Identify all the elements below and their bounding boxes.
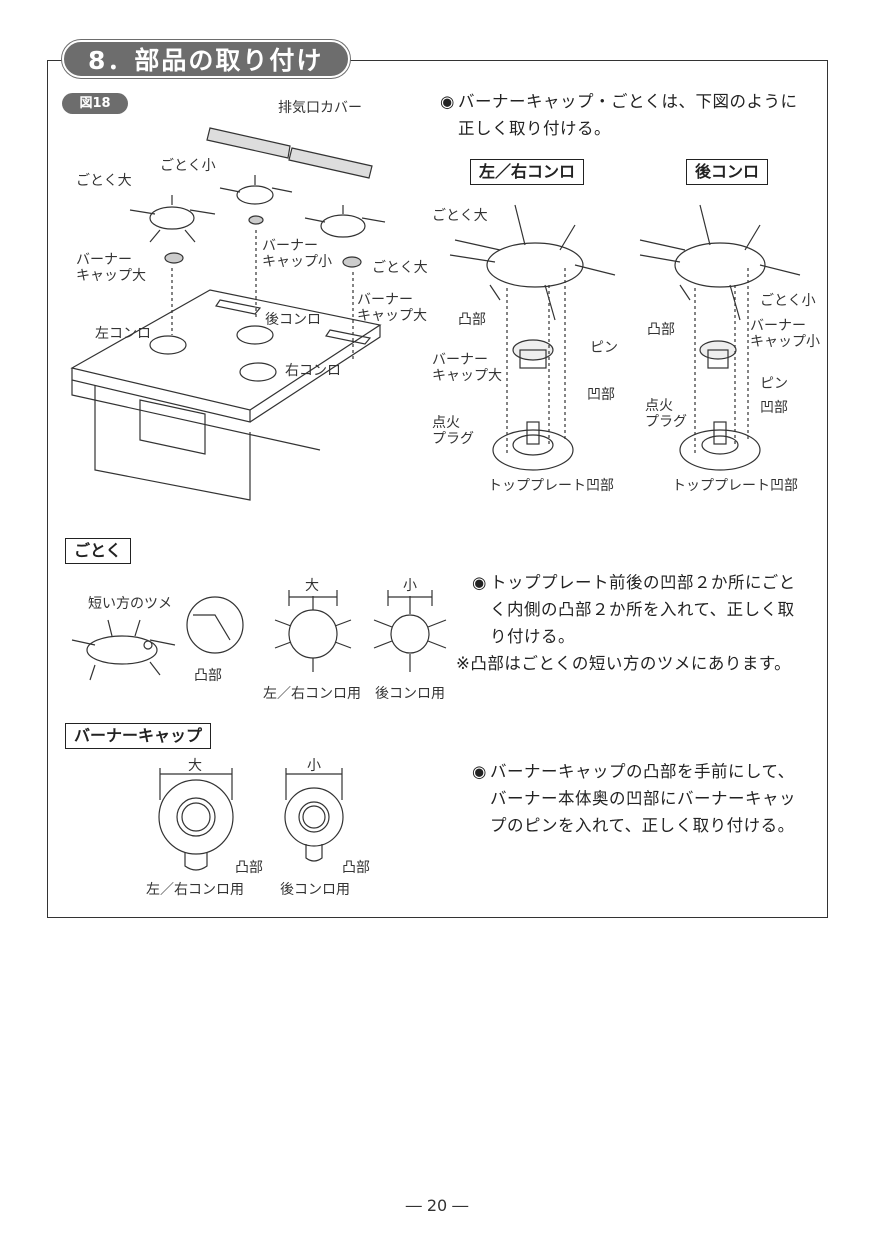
label-gotoku-large-2: ごとく大 — [372, 260, 428, 276]
burner-cap-instruction: ◉バーナーキャップの凸部を手前にして、 バーナー本体奥の凹部にバーナーキャッ プ… — [472, 758, 822, 839]
label-rear-stove: 後コンロ — [265, 312, 321, 328]
label-right-stove: 右コンロ — [285, 363, 341, 379]
cap-small-protrusion-label: 凸部 — [342, 860, 370, 876]
short-claw-label: 短い方のツメ — [88, 596, 172, 612]
intro-instruction: ◉バーナーキャップ・ごとくは、下図のように 正しく取り付ける。 — [440, 88, 820, 142]
lr-recess-label: 凹部 — [587, 387, 615, 403]
label-exhaust-cover: 排気口カバー — [278, 100, 362, 116]
bullet-icon: ◉ — [472, 762, 487, 781]
lr-top-plate-label: トッププレート凹部 — [488, 478, 614, 494]
rear-protrusion-label: 凸部 — [647, 322, 675, 338]
label-burner-cap-large-2: バーナー キャップ大 — [357, 292, 427, 324]
rear-pin-label: ピン — [760, 376, 788, 392]
gotoku-text: トッププレート前後の凹部２か所にごと く内側の凸部２か所を入れて、正しく取 り付… — [490, 573, 796, 646]
gotoku-illustrations — [129, 175, 386, 360]
rear-recess-label: 凹部 — [760, 400, 788, 416]
bullet-icon: ◉ — [440, 92, 455, 111]
lr-protrusion-label: 凸部 — [458, 312, 486, 328]
heading-gotoku: ごとく — [65, 538, 131, 564]
rear-cap-label: バーナー キャップ小 — [750, 318, 820, 350]
lr-cap-label: バーナー キャップ大 — [432, 352, 502, 384]
cap-large-label: 大 — [188, 758, 202, 774]
left-right-burner-diagram — [449, 204, 616, 471]
cap-small-label: 小 — [307, 758, 321, 774]
heading-burner-cap: バーナーキャップ — [65, 723, 212, 749]
burner-cap-diagrams — [158, 768, 344, 871]
cooktop-illustration — [70, 289, 382, 501]
cap-large-protrusion-label: 凸部 — [235, 860, 263, 876]
lr-pin-label: ピン — [590, 340, 618, 356]
gotoku-lr-use-label: 左／右コンロ用 — [263, 686, 361, 702]
gotoku-large-label: 大 — [305, 578, 319, 594]
gotoku-section-diagrams — [71, 590, 447, 681]
gotoku-protrusion-label: 凸部 — [194, 668, 222, 684]
gotoku-note: ※凸部はごとくの短い方のツメにあります。 — [456, 654, 792, 673]
page-number: ― 20 ― — [405, 1196, 469, 1215]
exhaust-cover-illustration — [206, 127, 373, 179]
lr-ignition-label: 点火 プラグ — [432, 415, 474, 447]
rear-burner-diagram — [639, 204, 801, 471]
label-burner-cap-small: バーナー キャップ小 — [262, 238, 332, 270]
label-gotoku-small: ごとく小 — [160, 158, 216, 174]
cap-rear-use-label: 後コンロ用 — [280, 882, 350, 898]
heading-left-right-stove: 左／右コンロ — [470, 159, 585, 185]
bullet-icon: ◉ — [472, 573, 487, 592]
label-gotoku-large: ごとく大 — [76, 173, 132, 189]
label-left-stove: 左コンロ — [95, 326, 151, 342]
rear-top-plate-label: トッププレート凹部 — [672, 478, 798, 494]
section-frame — [47, 60, 828, 918]
gotoku-rear-use-label: 後コンロ用 — [375, 686, 445, 702]
figure-label: 図18 — [62, 93, 128, 114]
burner-cap-text: バーナーキャップの凸部を手前にして、 バーナー本体奥の凹部にバーナーキャッ プの… — [490, 762, 796, 835]
gotoku-small-label: 小 — [403, 578, 417, 594]
section-title: 8．部品の取り付け — [62, 40, 350, 78]
intro-text: バーナーキャップ・ごとくは、下図のように 正しく取り付ける。 — [458, 92, 798, 138]
rear-gotoku-label: ごとく小 — [760, 293, 816, 309]
rear-ignition-label: 点火 プラグ — [645, 398, 687, 430]
lr-gotoku-label: ごとく大 — [432, 208, 488, 224]
heading-rear-stove: 後コンロ — [686, 159, 769, 185]
label-burner-cap-large: バーナー キャップ大 — [76, 252, 146, 284]
cap-lr-use-label: 左／右コンロ用 — [146, 882, 244, 898]
gotoku-instruction: ◉トッププレート前後の凹部２か所にごと く内側の凸部２か所を入れて、正しく取 り… — [456, 569, 822, 677]
